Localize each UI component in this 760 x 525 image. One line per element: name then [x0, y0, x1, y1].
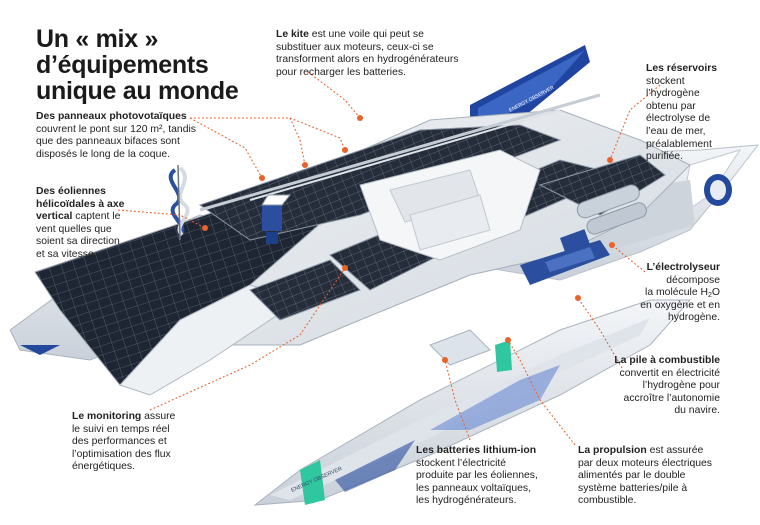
caption-monitoring: Le monitoring assure le suivi en temps r… — [72, 411, 176, 473]
title-line-3: unique au monde — [36, 77, 239, 105]
title-line-1: Un « mix » — [36, 25, 159, 53]
leader-dots — [202, 115, 615, 363]
caption-pile: La pile à combustible convertit en élect… — [614, 355, 720, 417]
caption-propulsion: La propulsion est assurée par deux moteu… — [578, 445, 712, 507]
wind-turbine-right — [261, 194, 292, 244]
caption-panneaux: Des panneaux photovotaïques couvrent le … — [36, 111, 196, 160]
caption-reservoirs: Les réservoirs stockent l’hydrogène obte… — [646, 63, 718, 163]
caption-electrolyseur: L’électrolyseur décompose la molécule H2… — [640, 262, 720, 324]
caption-batteries: Les batteries lithium-ion stockent l’éle… — [416, 445, 538, 507]
deck — [34, 93, 691, 396]
caption-eoliennes: Des éoliennes hélicoïdales à axe vertica… — [36, 186, 125, 260]
leader-lines — [117, 71, 661, 446]
left-hull: ENERGY OBSERVER — [253, 299, 692, 506]
title-line-2: d’équipements — [36, 51, 209, 79]
caption-kite: Le kite est une voile qui peut se substi… — [276, 29, 459, 78]
wind-turbine-left — [168, 164, 190, 241]
page-title: Un « mix » d’équipements unique au monde — [36, 26, 266, 104]
